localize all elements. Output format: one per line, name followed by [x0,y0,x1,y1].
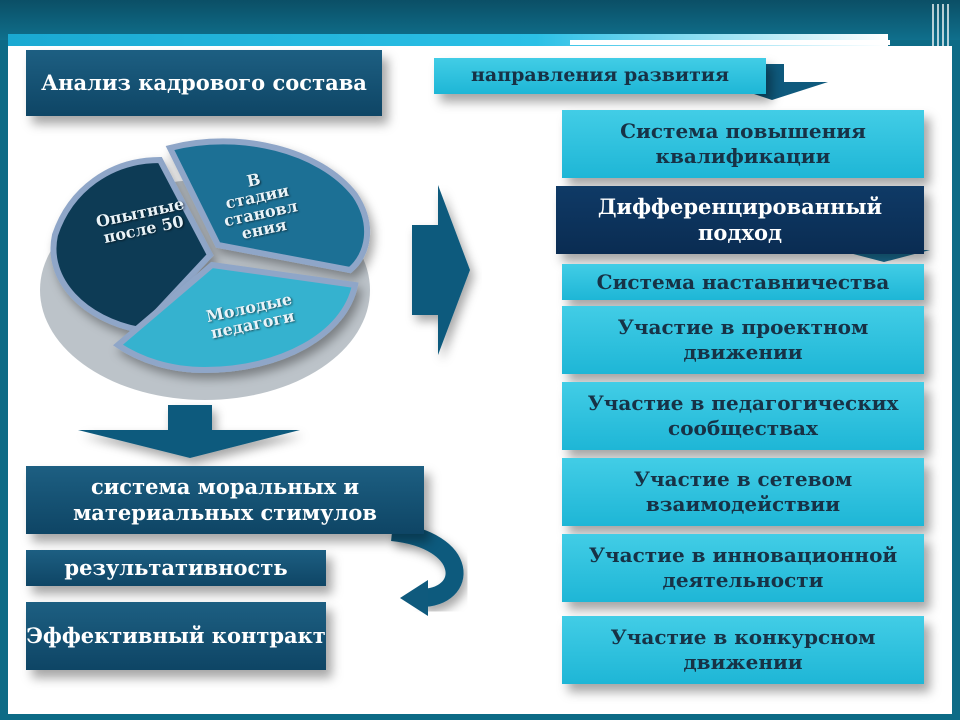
pie-segment-experienced [50,156,214,334]
directions-box-label: направления развития [471,64,729,87]
pie-segment-young [113,261,359,374]
curved-arrow-icon [390,523,464,607]
directions-box: направления развития [434,58,766,94]
right-item-label: Участие в сетевом взаимодействии [633,467,853,516]
right-item-label: Участие в инновационной деятельности [588,543,898,592]
pie-segment-forming [165,138,371,274]
left-item-label: система моральных и материальных стимуло… [73,473,377,525]
right-item-mentoring: Система наставничества [562,264,924,300]
header-box: Анализ кадрового состава [26,50,382,116]
right-item-contest: Участие в конкурсном движении [562,616,924,684]
arrow-right-icon [412,185,470,355]
curved-arrow-head-icon [400,580,428,616]
right-item-project: Участие в проектном движении [562,306,924,374]
header-box-label: Анализ кадрового состава [41,69,367,95]
right-item-qualification: Система повышения квалификации [562,110,924,178]
right-item-differentiated: Дифференцированный подход [556,186,924,254]
arrow-down-icon [78,405,300,458]
right-item-label: Система наставничества [596,269,890,294]
right-item-communities: Участие в педагогических сообществах [562,382,924,450]
right-item-label: Участие в проектном движении [617,315,869,364]
top-accent-line-secondary [570,40,890,45]
right-item-label: Участие в педагогических сообществах [587,391,899,440]
right-item-label: Дифференцированный подход [597,193,883,245]
top-band [0,0,960,40]
right-item-innovation: Участие в инновационной деятельности [562,534,924,602]
right-item-label: Участие в конкурсном движении [610,625,876,674]
left-item-effectiveness: результативность [26,550,326,586]
right-item-label: Система повышения квалификации [620,119,866,168]
right-item-network: Участие в сетевом взаимодействии [562,458,924,526]
left-item-incentives: система моральных и материальных стимуло… [26,466,424,534]
left-item-label: Эффективный контракт [26,622,326,648]
left-item-contract: Эффективный контракт [26,602,326,670]
left-item-label: результативность [64,554,288,580]
